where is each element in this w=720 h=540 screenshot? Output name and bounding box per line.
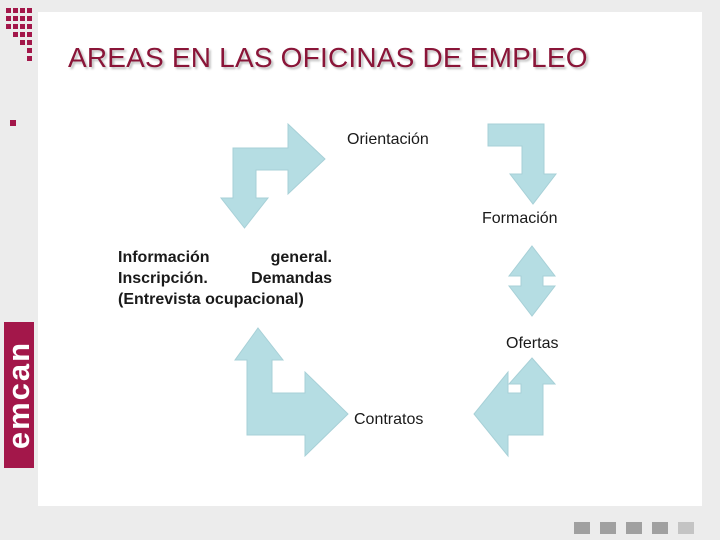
footer-square (652, 522, 668, 534)
decorative-square (27, 8, 32, 13)
node-orientacion: Orientación (347, 131, 429, 148)
decorative-square (20, 16, 25, 21)
arrow-informacion-to-orientacion (219, 122, 326, 229)
decorative-square (27, 24, 32, 29)
slide-title: AREAS EN LAS OFICINAS DE EMPLEO (68, 42, 588, 73)
decorative-square (20, 40, 25, 45)
decorative-square (13, 16, 18, 21)
decorative-square (13, 8, 18, 13)
arrow-formacion-ofertas (507, 245, 557, 317)
node-contratos: Contratos (354, 411, 424, 428)
content-panel (38, 12, 702, 506)
decorative-square (27, 32, 32, 37)
decorative-square (20, 8, 25, 13)
footer-square (678, 522, 694, 534)
decorative-square (27, 16, 32, 21)
node-informacion-line-3: (Entrevista ocupacional) (118, 291, 304, 308)
node-informacion-line-1: Información general. (118, 249, 332, 266)
node-informacion-line-2: Inscripción. Demandas (118, 270, 332, 287)
decorative-square (10, 120, 16, 126)
footer-square (626, 522, 642, 534)
decorative-square (6, 16, 11, 21)
node-formacion: Formación (482, 210, 558, 227)
decorative-square (27, 40, 32, 45)
decorative-square (27, 48, 32, 53)
decorative-square (27, 56, 32, 61)
decorative-square (20, 24, 25, 29)
decorative-square (20, 32, 25, 37)
decorative-square (6, 8, 11, 13)
arrow-contratos-to-informacion (234, 327, 349, 458)
footer-square (574, 522, 590, 534)
node-ofertas: Ofertas (506, 335, 559, 352)
emcan-logo-text: emcan (1, 340, 36, 450)
arrow-orientacion-to-formacion (487, 123, 558, 205)
arrow-ofertas-to-contratos (473, 357, 557, 458)
emcan-logo (4, 322, 34, 468)
decorative-square (13, 24, 18, 29)
decorative-square (6, 24, 11, 29)
decorative-square (13, 32, 18, 37)
footer-square (600, 522, 616, 534)
